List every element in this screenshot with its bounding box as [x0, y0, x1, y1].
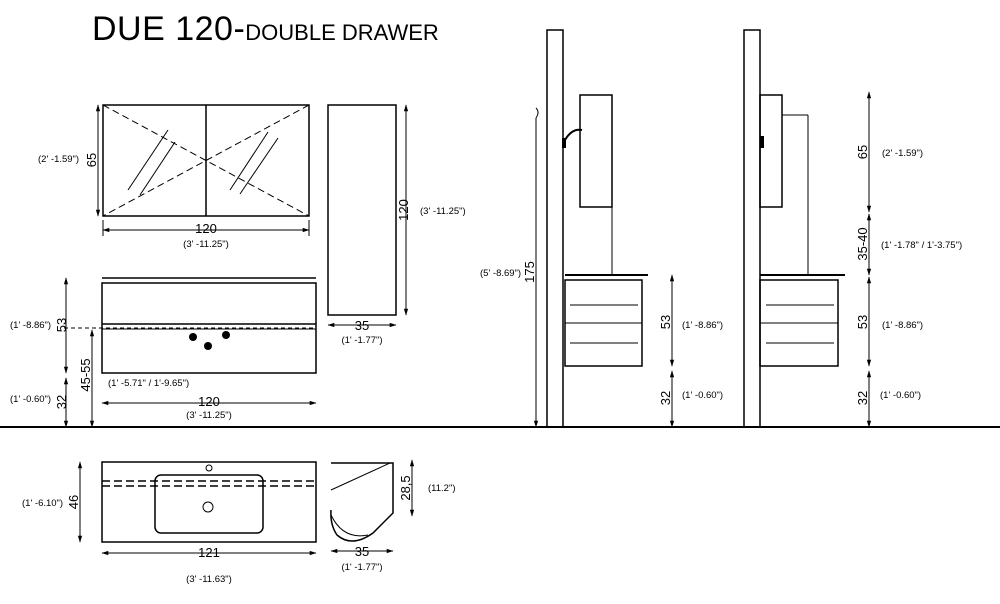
wall-panel: [546, 29, 564, 428]
mount-range-imperial: (1' -5.71" / 1'-9.65"): [108, 378, 189, 389]
side-elevation-right: 65 (2' -1.59") 35-40 (1' -1.78" / 1'-3.7…: [743, 29, 962, 428]
mirror-diagonal: [102, 104, 310, 217]
section-height-imperial: (11.2"): [428, 483, 455, 494]
side-elevation-left: 175 (5' -8.69") 53 (1' -8.86") 32 (1' -0…: [480, 29, 723, 428]
mirror-width-imperial: (3' -11.25"): [183, 239, 229, 250]
vanity-height-imperial: (1' -8.86"): [10, 320, 51, 331]
sink-basin: [154, 474, 264, 534]
right-mirror-height-label: 65: [855, 145, 870, 159]
drawing-title: DUE 120-DOUBLE DRAWER: [92, 10, 439, 49]
right-mirror-height-imperial: (2' -1.59"): [882, 148, 923, 159]
total-height-label: 175: [522, 261, 537, 283]
leg-height-label: 32: [54, 395, 69, 409]
title-subtitle: DOUBLE DRAWER: [245, 20, 439, 45]
top-width-imperial: (3' -11.63"): [186, 574, 232, 585]
right-drawer-height-label: 53: [855, 315, 870, 329]
lamp-head: [760, 136, 764, 148]
tall-depth-label: 35: [355, 318, 369, 333]
right-floor-clearance-label: 32: [855, 391, 870, 405]
section-depth-label: 35: [355, 544, 369, 559]
mirror-side-view: 120 (3' -11.25") 35 (1' -1.77"): [327, 104, 466, 346]
leg-height-imperial: (1' -0.60"): [10, 394, 51, 405]
gap-height-imperial: (1' -1.78" / 1'-3.75"): [881, 240, 962, 251]
top-depth-label: 46: [66, 495, 81, 509]
mirror-glare: [229, 131, 269, 191]
right-drawer-height-imperial: (1' -8.86"): [882, 320, 923, 331]
sink-section-view: 28,5 (11.2") 35 (1' -1.77"): [330, 459, 455, 573]
mirror-cabinet: [579, 94, 613, 208]
sink-section-outline: [330, 462, 394, 542]
mirror-height-imperial: (2' -1.59"): [38, 154, 79, 165]
section-curve: [330, 514, 369, 537]
vanity-width-imperial: (3' -11.25"): [186, 410, 232, 421]
floor-clearance-imperial: (1' -0.60"): [682, 390, 723, 401]
mirror-width-label: 120: [195, 221, 217, 236]
mount-range-label: 45-55: [78, 358, 93, 391]
top-width-label: 121: [198, 545, 220, 560]
vanity-width-label: 120: [198, 394, 220, 409]
total-height-imperial: (5' -8.69"): [480, 268, 521, 279]
mirror-glare: [127, 129, 169, 191]
mirror-front-view: 120 (3' -11.25") 65 (2' -1.59"): [38, 104, 310, 250]
mirror-glare: [139, 141, 176, 196]
section-depth-imperial: (1' -1.77"): [341, 562, 382, 573]
top-view: 46 (1' -6.10") 121 (3' -11.63"): [22, 461, 317, 585]
tall-height-imperial: (3' -11.25"): [420, 206, 466, 217]
title-model: DUE 120-: [92, 10, 246, 48]
sink-drain: [202, 501, 214, 513]
mirror-height-label: 65: [84, 153, 99, 167]
top-depth-imperial: (1' -6.10"): [22, 498, 63, 509]
faucet-hole: [205, 464, 213, 472]
section-line: [330, 462, 391, 491]
vanity-front-view: 53 (1' -8.86") 32 (1' -0.60") 45-55 (1' …: [10, 277, 317, 428]
mirror-glare: [239, 137, 279, 195]
drawer-height-imperial: (1' -8.86"): [682, 320, 723, 331]
section-height-label: 28,5: [398, 475, 413, 500]
gap-height-label: 35-40: [855, 227, 870, 260]
mirror-diagonal: [102, 104, 310, 217]
right-floor-clearance-imperial: (1' -0.60"): [880, 390, 921, 401]
vanity-height-label: 53: [54, 318, 69, 332]
handle-knob: [222, 331, 230, 339]
lamp-arm: [564, 128, 583, 141]
handle-knob: [204, 342, 212, 350]
tall-depth-imperial: (1' -1.77"): [341, 335, 382, 346]
handle-knob: [189, 333, 197, 341]
dim-hook: [535, 107, 539, 119]
wall-panel: [743, 29, 761, 428]
tall-side-panel: [327, 104, 397, 316]
lamp-head: [562, 138, 566, 148]
countertop-top-view: [101, 461, 317, 543]
drawer-height-label: 53: [658, 315, 673, 329]
floor-clearance-label: 32: [658, 391, 673, 405]
mirror-cabinet: [759, 94, 783, 208]
tall-height-label: 120: [396, 199, 411, 221]
